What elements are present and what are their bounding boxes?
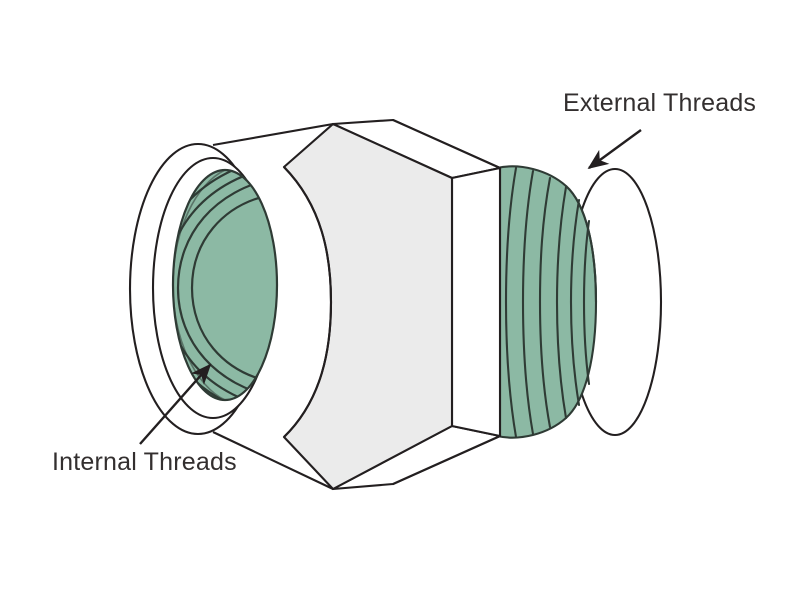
external-thread-band: [495, 165, 598, 439]
hex-collar-junction: [283, 166, 333, 438]
external-threads-label: External Threads: [563, 89, 756, 117]
annotation-external-threads: External Threads: [563, 89, 756, 170]
internal-threads-label: Internal Threads: [52, 448, 237, 476]
male-threaded-end: [488, 165, 663, 439]
hex-body: [282, 118, 502, 491]
annotation-internal-threads: Internal Threads: [52, 363, 237, 476]
female-socket-collar: [128, 122, 334, 490]
male-tip-edge: [565, 185, 598, 303]
hex-left-shaded-facet: [282, 122, 454, 491]
internal-threads-arrow: [139, 363, 212, 445]
hex-front-face: [450, 166, 502, 438]
internal-thread-bore: [171, 168, 279, 402]
collar-bottom-edge: [212, 431, 334, 490]
external-threads-arrow: [587, 129, 642, 170]
collar-top-edge: [212, 122, 334, 147]
